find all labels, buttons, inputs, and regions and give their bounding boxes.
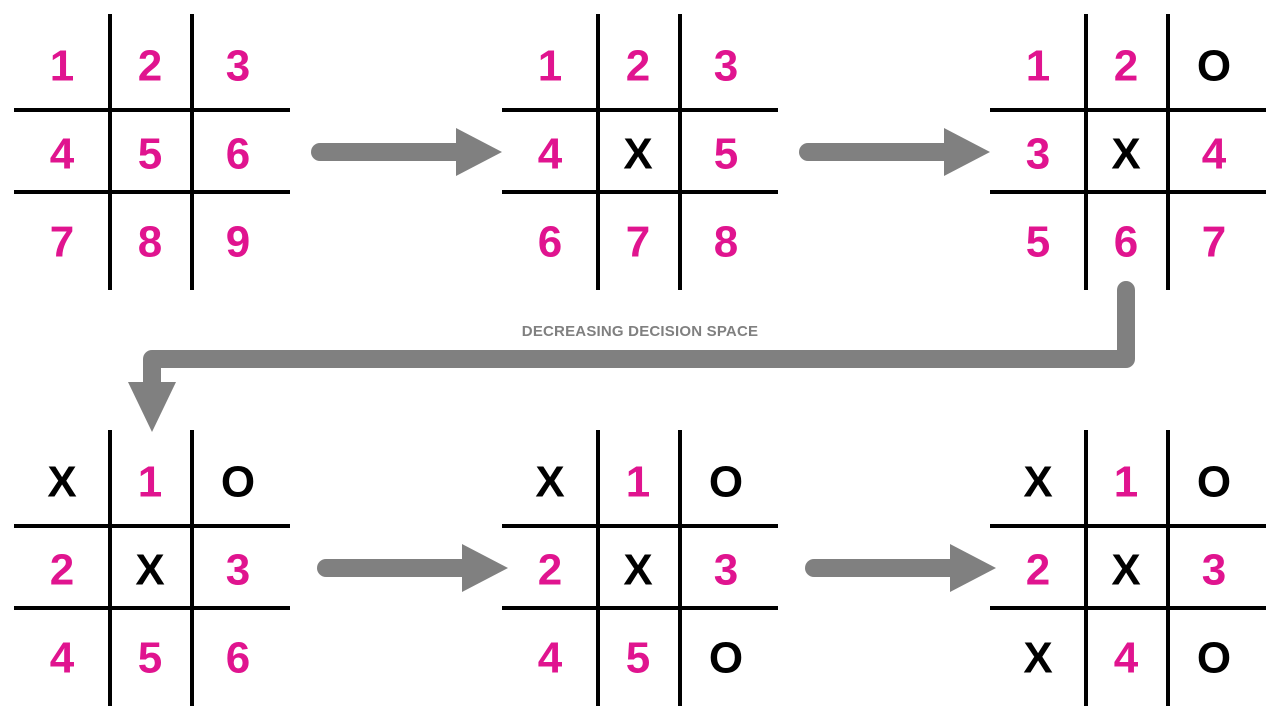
cell-number: 8 bbox=[138, 218, 162, 267]
cell-number: 5 bbox=[138, 634, 162, 683]
cell-mark: X bbox=[623, 130, 652, 179]
cell-mark: O bbox=[709, 458, 743, 507]
cell-number: 4 bbox=[50, 634, 75, 683]
cell-number: 1 bbox=[626, 458, 650, 507]
cell-number: 1 bbox=[1026, 42, 1050, 91]
cell-number: 6 bbox=[226, 130, 250, 179]
cell-number: 2 bbox=[538, 546, 562, 595]
cell-mark: X bbox=[135, 546, 164, 595]
arrow-return bbox=[128, 281, 1135, 432]
cell-number: 7 bbox=[626, 218, 650, 267]
cell-mark: O bbox=[1197, 458, 1231, 507]
cell-mark: O bbox=[1197, 634, 1231, 683]
cell-number: 5 bbox=[1026, 218, 1050, 267]
caption: DECREASING DECISION SPACE bbox=[522, 323, 758, 340]
cell-number: 5 bbox=[626, 634, 650, 683]
cell-number: 5 bbox=[714, 130, 738, 179]
cell-number: 3 bbox=[226, 546, 250, 595]
cell-number: 3 bbox=[714, 42, 738, 91]
cell-number: 2 bbox=[1114, 42, 1138, 91]
cell-mark: X bbox=[1111, 130, 1140, 179]
cell-number: 7 bbox=[1202, 218, 1226, 267]
cell-number: 3 bbox=[226, 42, 250, 91]
cell-mark: X bbox=[1111, 546, 1140, 595]
cell-number: 3 bbox=[714, 546, 738, 595]
cell-number: 5 bbox=[138, 130, 162, 179]
cell-number: 2 bbox=[50, 546, 74, 595]
cell-number: 3 bbox=[1026, 130, 1050, 179]
cell-mark: X bbox=[47, 458, 76, 507]
cell-number: 1 bbox=[138, 458, 162, 507]
cell-mark: O bbox=[709, 634, 743, 683]
arrow-2 bbox=[799, 128, 990, 176]
cell-number: 1 bbox=[1114, 458, 1138, 507]
cell-number: 3 bbox=[1202, 546, 1226, 595]
cell-number: 4 bbox=[1202, 130, 1227, 179]
arrow-1 bbox=[311, 128, 502, 176]
cell-number: 6 bbox=[538, 218, 562, 267]
cell-number: 1 bbox=[50, 42, 74, 91]
cell-mark: X bbox=[535, 458, 564, 507]
cell-number: 6 bbox=[226, 634, 250, 683]
board-3: 1 2 O 3 X 4 5 6 7 bbox=[990, 14, 1266, 290]
cell-number: 4 bbox=[50, 130, 75, 179]
cell-number: 2 bbox=[138, 42, 162, 91]
cell-number: 4 bbox=[1114, 634, 1139, 683]
cell-mark: X bbox=[623, 546, 652, 595]
arrow-5 bbox=[805, 544, 996, 592]
cell-mark: X bbox=[1023, 458, 1052, 507]
board-2: 1 2 3 4 X 5 6 7 8 bbox=[502, 14, 778, 290]
cell-number: 8 bbox=[714, 218, 738, 267]
cell-number: 4 bbox=[538, 130, 563, 179]
arrow-4 bbox=[317, 544, 508, 592]
cell-number: 2 bbox=[626, 42, 650, 91]
board-1: 1 2 3 4 5 6 7 8 9 bbox=[14, 14, 290, 290]
cell-number: 2 bbox=[1026, 546, 1050, 595]
cell-mark: O bbox=[221, 458, 255, 507]
cell-number: 9 bbox=[226, 218, 250, 267]
arrows bbox=[128, 128, 1135, 592]
cell-mark: O bbox=[1197, 42, 1231, 91]
cell-number: 7 bbox=[50, 218, 74, 267]
cell-mark: X bbox=[1023, 634, 1052, 683]
cell-number: 4 bbox=[538, 634, 563, 683]
cell-number: 6 bbox=[1114, 218, 1138, 267]
cell-number: 1 bbox=[538, 42, 562, 91]
board-4: X 1 O 2 X 3 4 5 6 bbox=[14, 430, 290, 706]
